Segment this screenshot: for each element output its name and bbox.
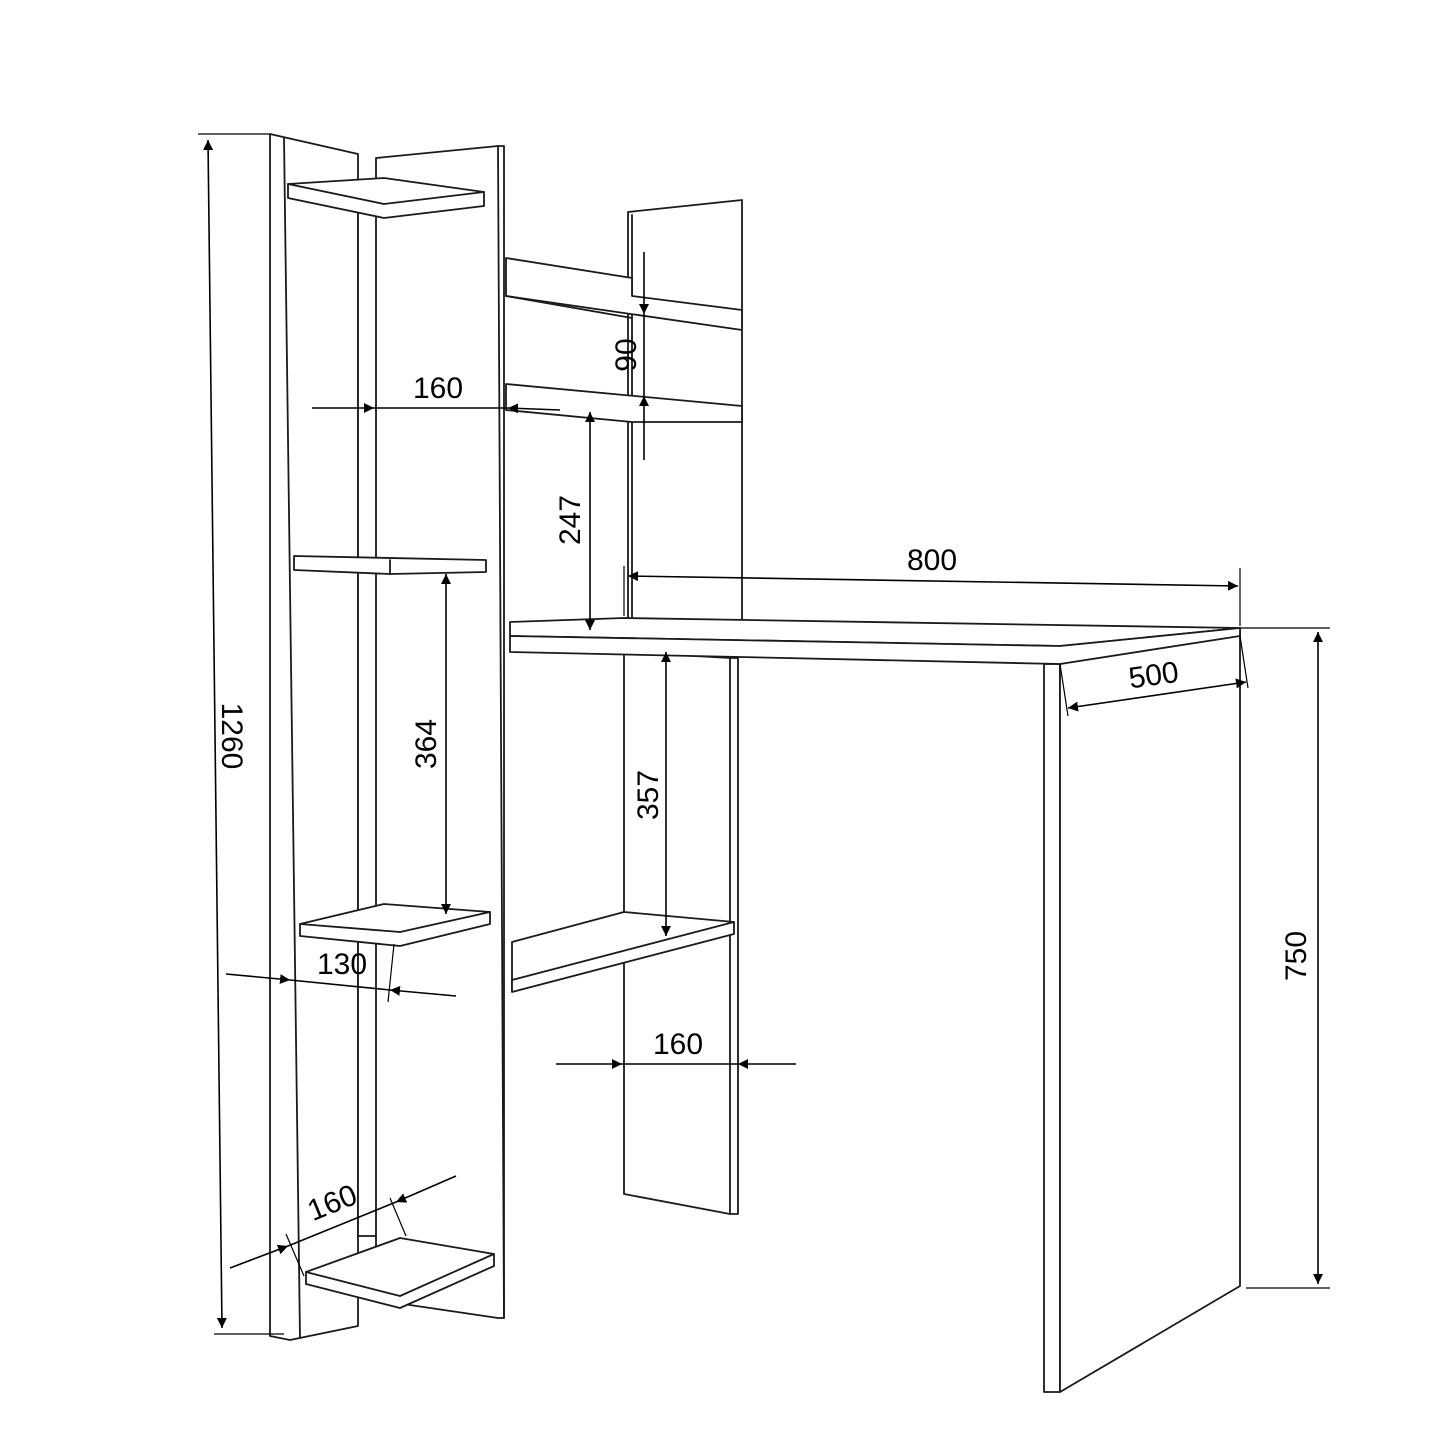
desk-right-leg-panel — [1043, 663, 1061, 1393]
dim-upper-shelf-width: 160 — [312, 372, 561, 414]
dim-desk-depth: 500 — [1059, 635, 1249, 717]
lower-back-shelf-front — [511, 921, 735, 993]
dim-upper-shelf-width-label: 160 — [413, 372, 463, 405]
upper-shelf-board — [505, 383, 743, 423]
dim-middle-shelf-spacing: 364 — [410, 574, 451, 914]
dim-side-shelf-depth: 130 — [225, 943, 457, 1003]
dim-desk-depth-label: 500 — [1127, 656, 1181, 696]
dim-middle-shelf-spacing-label: 364 — [410, 719, 443, 769]
dim-upper-compartment-height: 247 — [554, 412, 595, 630]
desk-right-leg-side — [1059, 629, 1241, 1393]
dim-top-shelf-gap: 90 — [610, 252, 649, 460]
desk-structure — [269, 133, 1241, 1393]
tower-bottom-shelf — [305, 1237, 495, 1309]
tower-left-panel — [269, 133, 359, 1341]
dim-upper-compartment-height-label: 247 — [554, 495, 587, 545]
tower-top-shelf — [287, 177, 485, 219]
dim-total-height: 1260 — [198, 133, 284, 1335]
dim-under-desk-shelf-height-label: 357 — [632, 770, 665, 820]
dim-under-desk-shelf-height: 357 — [632, 652, 671, 936]
tower-divider-panel — [357, 211, 379, 1237]
dim-top-shelf-gap-label: 90 — [610, 338, 643, 371]
tower-lower-shelf — [299, 903, 491, 947]
dim-total-height-label: 1260 — [215, 703, 248, 770]
dim-desk-width-label: 800 — [907, 544, 957, 577]
dim-desk-height-label: 750 — [1280, 931, 1313, 981]
dim-desk-height: 750 — [1240, 627, 1330, 1289]
dim-side-shelf-depth-label: 130 — [317, 948, 367, 981]
dimension-annotations: 1260 90 160 247 800 — [198, 133, 1330, 1335]
dim-leg-panel-width-label: 160 — [653, 1028, 703, 1061]
dim-desk-width: 800 — [623, 544, 1241, 626]
dim-leg-panel-width: 160 — [556, 1028, 796, 1069]
